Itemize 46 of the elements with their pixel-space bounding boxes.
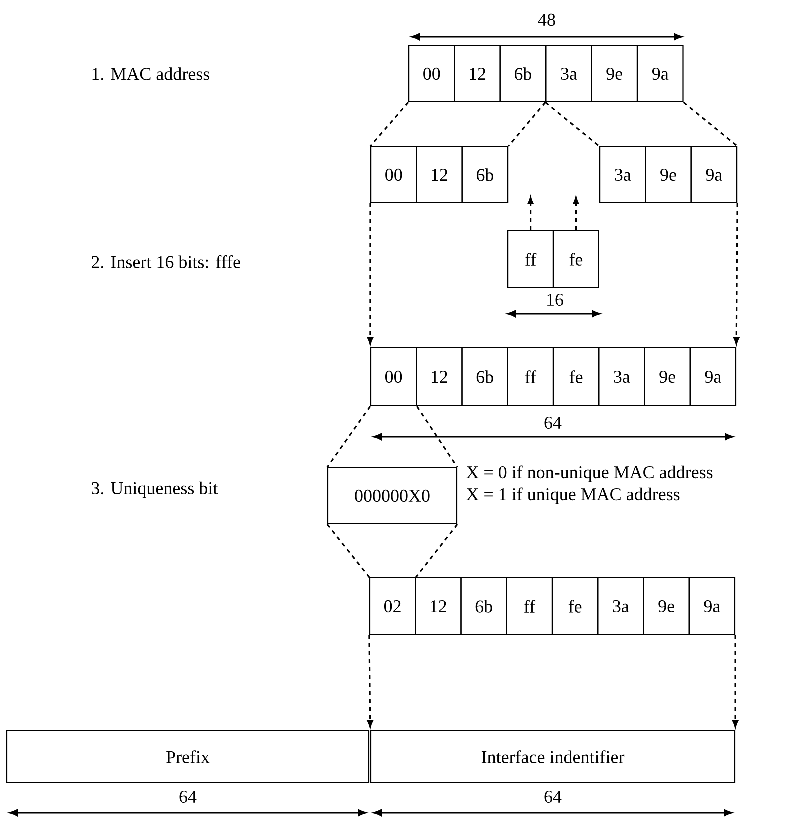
byte-box: 3a xyxy=(598,347,646,407)
byte-box: 3a xyxy=(546,45,592,103)
field-box: Interface indentifier xyxy=(370,730,736,784)
byte-box: fe xyxy=(552,577,599,636)
byte-box: 6b xyxy=(462,146,509,204)
arrow xyxy=(734,204,740,345)
byte-box: 02 xyxy=(369,577,416,636)
byte-box: 00 xyxy=(408,45,456,103)
byte-box: 6b xyxy=(500,45,547,103)
byte-box: 6b xyxy=(462,347,508,407)
step-label: 3. Uniqueness bit xyxy=(92,482,218,498)
arrow xyxy=(732,636,738,728)
step-label: 1. MAC address xyxy=(92,68,210,80)
dimension-label: 64 xyxy=(544,416,562,430)
byte-box: ff xyxy=(508,230,554,289)
arrow xyxy=(528,197,534,230)
byte-box: 9a xyxy=(688,577,736,636)
byte-box: 9e xyxy=(644,347,691,407)
byte-box: 00 xyxy=(370,347,418,407)
dimension-label: 16 xyxy=(548,294,564,306)
dimension-label: 48 xyxy=(538,14,556,26)
byte-box: 9e xyxy=(645,146,692,204)
byte-box: 3a xyxy=(600,146,646,204)
byte-box: ff xyxy=(506,577,554,636)
byte-box: 9e xyxy=(643,577,690,636)
byte-box: fe xyxy=(552,230,600,289)
arrow xyxy=(368,204,374,345)
byte-box: 12 xyxy=(415,577,462,636)
byte-box: ff xyxy=(507,347,554,407)
byte-box: 9e xyxy=(591,45,638,103)
byte-box: 9a xyxy=(637,45,684,103)
step-label: 2. Insert 16 bits: fffe xyxy=(92,256,240,268)
byte-box: 9a xyxy=(690,146,738,204)
arrow xyxy=(367,636,374,728)
byte-box: 12 xyxy=(454,45,501,103)
byte-box: 00 xyxy=(370,146,418,204)
byte-box: 12 xyxy=(416,347,463,407)
field-box: Prefix xyxy=(6,730,370,784)
byte-box: 12 xyxy=(416,146,463,204)
byte-box: 6b xyxy=(460,577,508,636)
arrow xyxy=(573,197,580,230)
note: X = 0 if non-unique MAC address xyxy=(466,466,713,482)
bit-box: 000000X0 xyxy=(327,467,458,525)
byte-box: fe xyxy=(552,347,600,407)
byte-box: 9a xyxy=(690,347,737,407)
byte-box: 3a xyxy=(598,577,644,636)
